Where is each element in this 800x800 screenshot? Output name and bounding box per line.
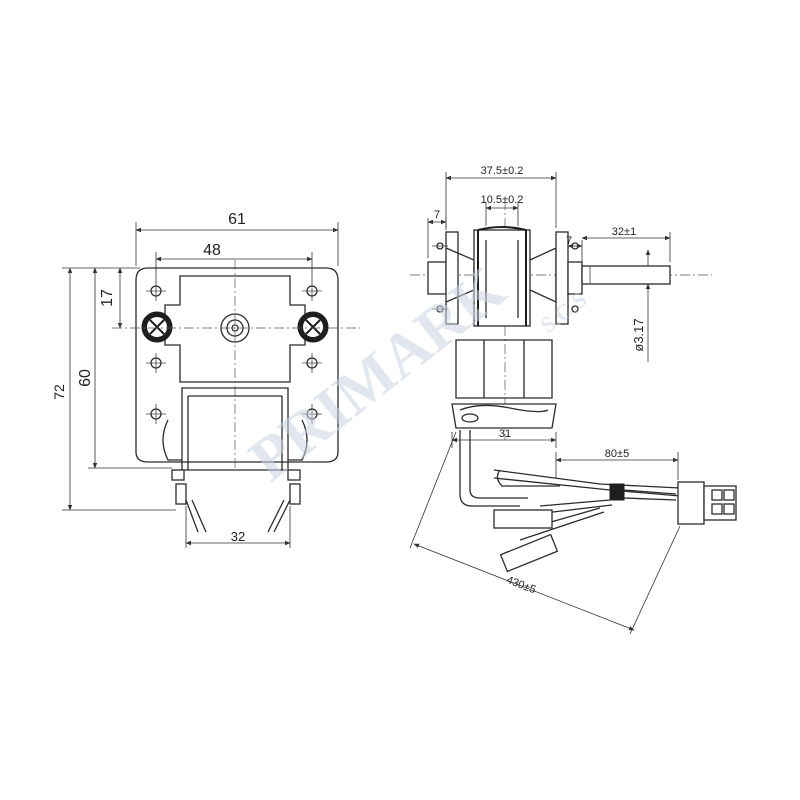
dim-total-lead: 430±5 bbox=[505, 574, 538, 596]
dim-shaft-length: 32±1 bbox=[612, 226, 636, 238]
dim-overall-height: 72 bbox=[51, 384, 67, 400]
dim-shaft-diameter: ø3.17 bbox=[631, 318, 646, 351]
dim-top-to-shaft: 17 bbox=[99, 289, 116, 307]
dim-base-width: 32 bbox=[231, 529, 245, 544]
dim-left-flange: 7 bbox=[434, 209, 440, 221]
side-view: 37.5±0.2 10.5±0.2 7 7 32±1 ø3.17 31 80±5 bbox=[409, 165, 737, 635]
dim-overall-width: 61 bbox=[228, 211, 246, 228]
dim-hole-spacing: 48 bbox=[203, 242, 221, 259]
dim-bracket: 31 bbox=[499, 428, 511, 440]
dim-right-flange: 7 bbox=[566, 235, 572, 247]
dim-wire-to-connector: 80±5 bbox=[605, 448, 629, 460]
front-view: 61 48 17 60 72 32 bbox=[51, 211, 360, 548]
dim-body-length: 37.5±0.2 bbox=[481, 165, 524, 177]
dim-coil-width: 10.5±0.2 bbox=[481, 194, 524, 206]
dim-frame-height: 60 bbox=[77, 369, 94, 387]
watermark-brand: PRIMARK bbox=[237, 254, 518, 494]
